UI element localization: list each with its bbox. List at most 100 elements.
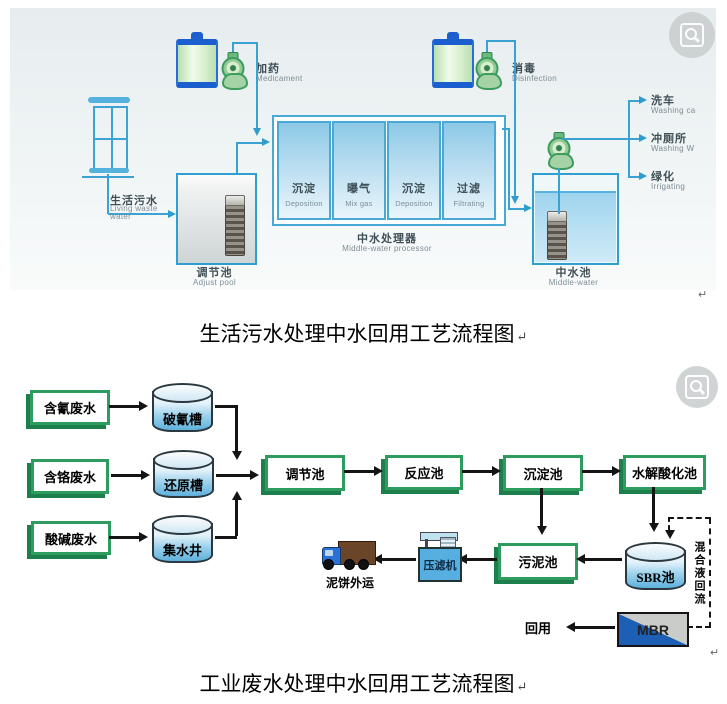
domestic-sewage-diagram: 生活污水 Living waste water 加药 Medicament 调节… [10, 8, 716, 290]
paragraph-mark: ↵ [698, 289, 708, 301]
disinfection-label-en: Disinfection [512, 74, 557, 83]
processor-cell-filtration: 过滤 Filtrating [442, 121, 496, 220]
pipe [558, 168, 560, 214]
truck-wheel [358, 559, 369, 570]
cell-label-en: Deposition [285, 199, 323, 208]
flow-arrow [639, 172, 647, 180]
recycle-line [668, 517, 670, 530]
recycle-line [668, 517, 711, 519]
adjust-pool-label-zh: 调节池 [196, 267, 233, 279]
image-search-icon[interactable] [669, 12, 715, 58]
recycle-arrow [665, 530, 675, 539]
use-irrigation-zh: 绿化 [651, 171, 675, 183]
paragraph-mark: ↵ [710, 647, 720, 659]
pipe [508, 128, 510, 208]
use-toilet-en: Washing W [651, 144, 695, 153]
recycle-line [687, 626, 711, 628]
flow-arrow [141, 470, 150, 480]
disinfection-drum [432, 32, 474, 88]
flow-line [585, 558, 622, 561]
flow-arrow [639, 96, 647, 104]
flow-line [344, 470, 374, 473]
press-stem [425, 539, 428, 548]
drum-shell [176, 39, 218, 88]
watermark-frame [680, 23, 704, 47]
stage-sedimentation-pool: 沉淀池 [503, 455, 583, 491]
pipe [236, 142, 262, 144]
processor-cell-aeration: 曝气 Mix gas [332, 121, 386, 220]
flow-line [235, 405, 238, 451]
pipe [232, 42, 234, 52]
pipe [628, 176, 640, 178]
flow-line [109, 405, 139, 408]
flow-arrow [253, 128, 261, 136]
magnifier-icon [690, 380, 702, 392]
input-acid-alkali-wastewater: 酸碱废水 [31, 521, 111, 555]
disinfection-label-zh: 消毒 [512, 63, 536, 75]
pipe [514, 40, 516, 196]
tank-label: 破氰槽 [162, 412, 202, 427]
truck-window [325, 550, 333, 556]
caption-2: 工业废水处理中水回用工艺流程图↵ [0, 668, 727, 698]
image-search-icon[interactable] [676, 366, 718, 408]
cell-label-en: Mix gas [345, 199, 373, 208]
flow-arrow [373, 554, 382, 564]
flow-arrow [250, 470, 259, 480]
stage-reaction-pool: 反应池 [385, 455, 463, 490]
flow-arrow [537, 526, 547, 535]
cell-label-zh: 过滤 [457, 183, 481, 195]
flow-arrow [492, 466, 501, 476]
tank-label: 集水井 [162, 543, 202, 558]
flow-line [540, 488, 543, 526]
flow-arrow [139, 401, 148, 411]
pipe [562, 138, 628, 140]
processor-label-en: Middle-water processor [342, 244, 432, 253]
input-cyanide-wastewater: 含氰废水 [30, 390, 110, 425]
sbr-pool: SBR池 [625, 542, 686, 590]
flow-arrow [649, 523, 659, 532]
processor-cell-deposition-1: 沉淀 Deposition [277, 121, 331, 220]
processor-cell-deposition-2: 沉淀 Deposition [387, 121, 441, 220]
use-irrigation-en: Irrigating [651, 182, 686, 191]
bar-screen-bottom [89, 168, 129, 173]
processor-label-zh: 中水处理器 [357, 233, 417, 245]
medicament-drum [176, 32, 218, 88]
flow-arrow [374, 466, 383, 476]
mud-out-label: 泥饼外运 [325, 576, 374, 590]
submersible-pump-icon [547, 211, 567, 260]
flow-arrow [232, 451, 242, 460]
middle-water-label-zh: 中水池 [555, 267, 592, 279]
flow-line [235, 500, 238, 536]
recycle-label: 混合液回流 [693, 541, 705, 606]
collection-well: 集水井 [152, 515, 213, 563]
flow-arrow [511, 196, 519, 204]
stage-hydrolysis-acidification-pool: 水解酸化池 [623, 455, 706, 490]
pipe [628, 100, 640, 102]
pipe [502, 128, 510, 130]
flow-line [111, 474, 141, 477]
pipe [256, 42, 258, 128]
watermark-frame [685, 375, 709, 399]
bar-screen-top [88, 97, 130, 103]
flow-arrow [566, 622, 575, 632]
pipe [108, 213, 168, 215]
flow-line [467, 558, 497, 561]
submersible-pump-icon [225, 195, 245, 256]
cell-label-en: Filtrating [453, 199, 485, 208]
mbr-unit: MBR [617, 612, 689, 647]
industrial-wastewater-diagram: 含氰废水 含铬废水 酸碱废水 破氰槽 还原槽 集水井 [8, 358, 718, 662]
pump-icon [474, 52, 502, 90]
paragraph-mark: ↵ [516, 329, 528, 344]
pipe [628, 138, 640, 140]
cell-label-zh: 沉淀 [402, 183, 426, 195]
flow-arrow [639, 134, 647, 142]
use-washing-car-zh: 洗车 [651, 95, 675, 107]
adjust-pool-label-en: Adjust pool [193, 278, 236, 287]
use-washing-car-en: Washing ca [651, 106, 696, 115]
magnifier-icon [685, 28, 697, 40]
use-toilet-zh: 冲厕所 [651, 133, 687, 145]
cell-label-zh: 曝气 [347, 183, 371, 195]
flow-line [652, 487, 655, 523]
reuse-label: 回用 [525, 621, 552, 636]
